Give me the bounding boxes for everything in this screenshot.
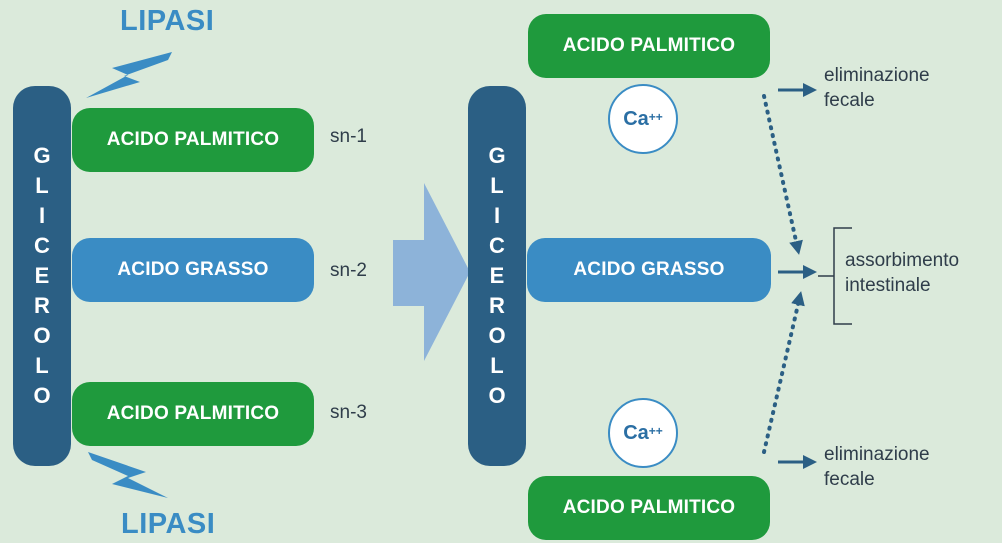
glycerol-letter: L xyxy=(490,353,504,378)
intestinal-absorption: assorbimento intestinale xyxy=(845,248,959,298)
fecal-top-line1: eliminazione xyxy=(824,65,930,86)
glycerol-letter: O xyxy=(488,383,506,408)
fatty-acid-retained: ACIDO GRASSO xyxy=(527,238,771,302)
absorption-line2: intestinale xyxy=(845,275,931,296)
calcium-charge: ++ xyxy=(648,424,663,438)
glycerol-bar-right: G L I C E R O L O xyxy=(468,86,526,466)
lipase-label-bottom: LIPASI xyxy=(121,508,216,540)
glycerol-letter: O xyxy=(33,383,51,408)
glycerol-bar-left: G L I C E R O L O xyxy=(13,86,71,466)
glycerol-letter: E xyxy=(34,263,50,288)
absorption-line1: assorbimento xyxy=(845,250,960,271)
fecal-elimination-top: eliminazione fecale xyxy=(824,63,930,113)
absorption-bracket xyxy=(818,227,852,325)
lightning-icon-bottom xyxy=(88,452,168,498)
glycerol-letter: R xyxy=(34,293,50,318)
calcium-ion-bottom: Ca++ xyxy=(608,398,678,468)
lightning-icon-top xyxy=(86,52,172,98)
glycerol-letter: R xyxy=(489,293,505,318)
free-palmitic-acid-top: ACIDO PALMITICO xyxy=(528,14,770,78)
glycerol-letter: G xyxy=(488,143,506,168)
calcium-symbol: Ca xyxy=(623,107,649,130)
calcium-ion-top: Ca++ xyxy=(608,84,678,154)
glycerol-letter: C xyxy=(34,233,50,258)
glycerol-letter: O xyxy=(488,323,506,348)
position-label-sn1: sn-1 xyxy=(330,126,367,147)
glycerol-letter: L xyxy=(35,173,49,198)
glycerol-letter: L xyxy=(490,173,504,198)
fecal-elimination-bottom: eliminazione fecale xyxy=(824,442,930,492)
dotted-arrow-up xyxy=(762,291,805,454)
palmitic-acid-sn3: ACIDO PALMITICO xyxy=(72,382,314,446)
glycerol-letter: I xyxy=(493,203,501,228)
glycerol-letter: O xyxy=(33,323,51,348)
glycerol-letter: I xyxy=(38,203,46,228)
glycerol-letter: L xyxy=(35,353,49,378)
free-palmitic-acid-bottom: ACIDO PALMITICO xyxy=(528,476,770,540)
position-label-sn2: sn-2 xyxy=(330,260,367,281)
fecal-bottom-line2: fecale xyxy=(824,469,875,490)
transformation-arrow xyxy=(393,183,470,361)
position-label-sn3: sn-3 xyxy=(330,402,367,423)
fecal-top-line2: fecale xyxy=(824,90,875,111)
lipase-label-top: LIPASI xyxy=(120,5,215,37)
calcium-symbol: Ca xyxy=(623,421,649,444)
glycerol-letter: C xyxy=(489,233,505,258)
glycerol-letter: G xyxy=(33,143,51,168)
fatty-acid-sn2: ACIDO GRASSO xyxy=(72,238,314,302)
dotted-arrow-down xyxy=(762,94,803,255)
glycerol-letter: E xyxy=(489,263,505,288)
calcium-charge: ++ xyxy=(648,110,663,124)
palmitic-acid-sn1: ACIDO PALMITICO xyxy=(72,108,314,172)
fecal-bottom-line1: eliminazione xyxy=(824,444,930,465)
